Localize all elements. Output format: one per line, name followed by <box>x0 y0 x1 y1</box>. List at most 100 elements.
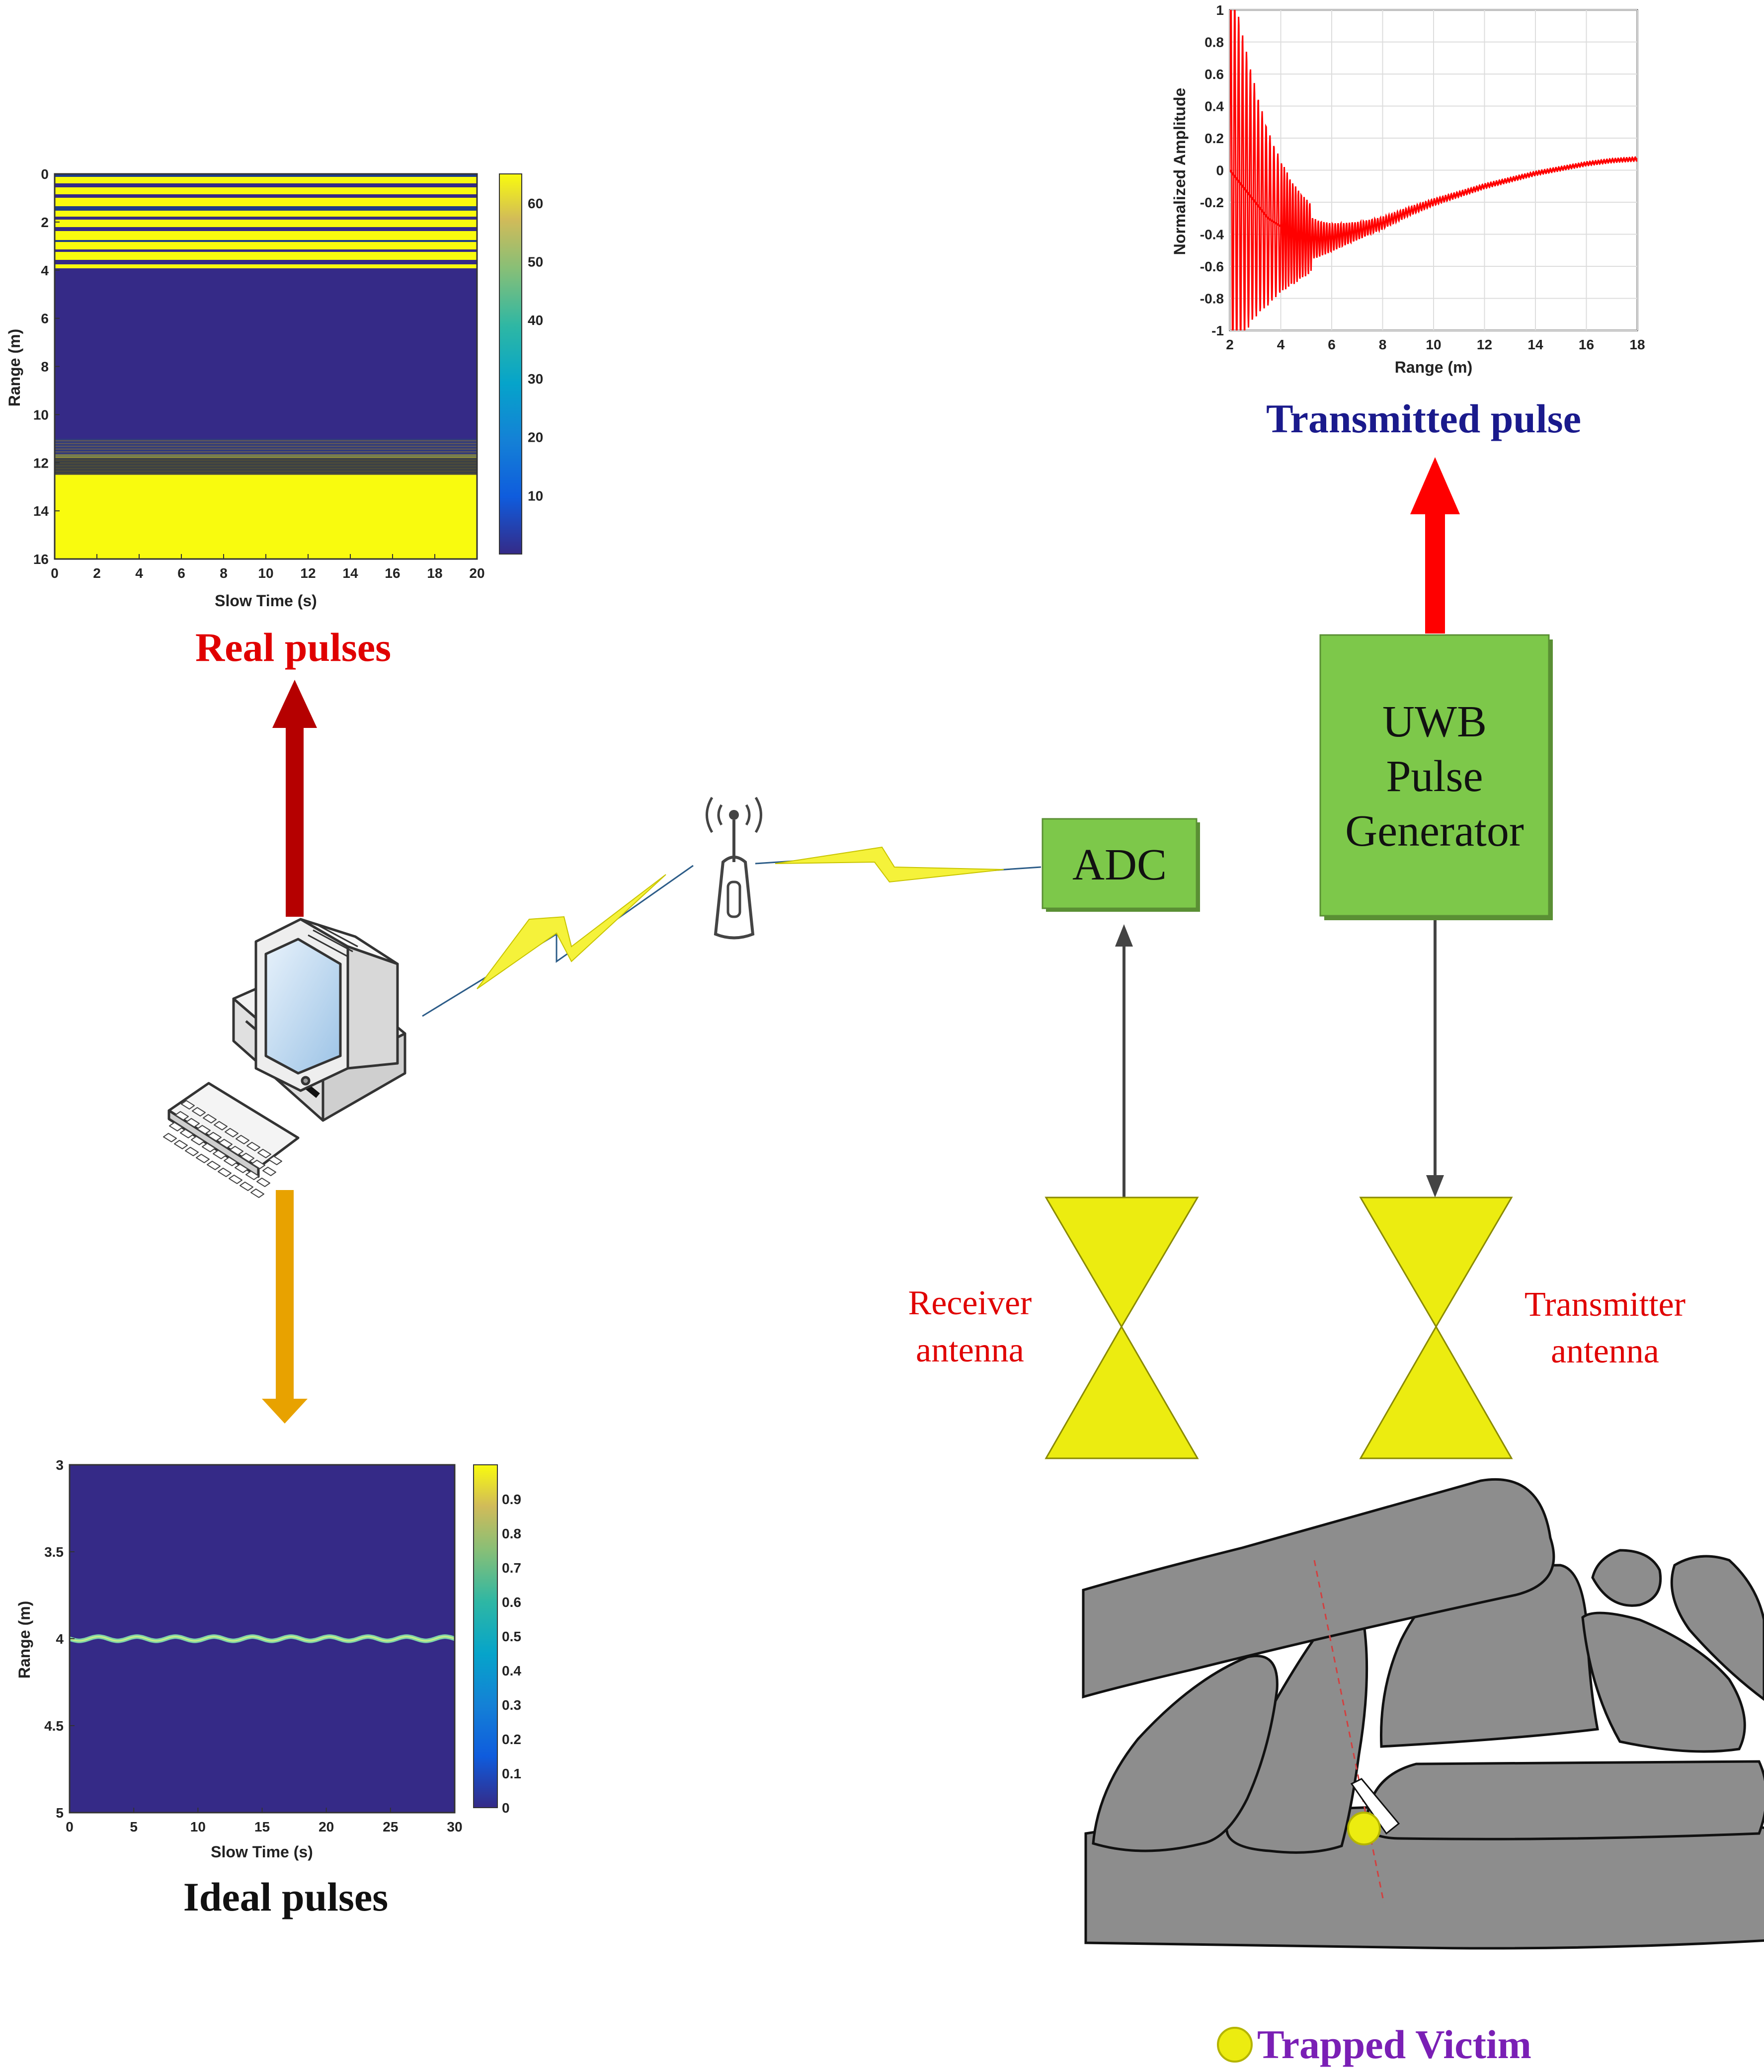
real-pulses-colorbar <box>499 173 522 555</box>
real-pulses-stripe <box>55 206 477 211</box>
keyboard-key <box>251 1160 265 1169</box>
real-pulses-ytick: 16 <box>33 552 49 567</box>
transmitted-pulse-ytick: 0.4 <box>1204 99 1224 114</box>
transmitted-pulse-caption: Transmitted pulse <box>1266 396 1581 441</box>
transmitter-antenna-label-line2: antenna <box>1551 1332 1659 1370</box>
real-pulses-stripe <box>55 194 477 198</box>
real-pulses-stripe <box>55 227 477 231</box>
keyboard-key <box>192 1107 206 1116</box>
ideal-pulses-colorbar-tick: 0.1 <box>502 1766 521 1781</box>
uwb-label-line3: Generator <box>1345 806 1524 856</box>
real-pulses-ytick: 6 <box>41 311 49 326</box>
keyboard-key <box>186 1118 200 1127</box>
real-pulses-xtick: 4 <box>135 565 143 581</box>
transmitted-pulse-ytick: 0.8 <box>1204 35 1224 50</box>
ideal-pulses-xtick: 5 <box>130 1819 138 1834</box>
keyboard-key <box>191 1136 205 1145</box>
keyboard-key <box>240 1182 253 1191</box>
transmitted-pulse-ytick: -0.4 <box>1200 227 1224 242</box>
real-pulses-xtick: 10 <box>258 565 273 581</box>
transmitted-pulse-ytick: 1 <box>1216 2 1224 18</box>
keyboard-key <box>208 1132 222 1141</box>
ideal-pulses-colorbar-tick: 0.5 <box>502 1629 521 1644</box>
keyboard-key <box>180 1129 194 1138</box>
keyboard-key <box>256 1178 270 1187</box>
ideal-pulses-ytick: 4.5 <box>44 1718 64 1734</box>
real-pulses-ytick: 0 <box>41 166 49 182</box>
real-pulses-noise-line <box>55 438 477 440</box>
ideal-pulses-colorbar-tick: 0.4 <box>502 1663 521 1678</box>
ideal-pulses-xlabel: Slow Time (s) <box>211 1843 313 1861</box>
keyboard-key <box>219 1139 233 1148</box>
keyboard-key <box>236 1135 249 1144</box>
real-pulses-dark-band <box>55 268 477 455</box>
real-pulses-noise-line <box>55 450 477 452</box>
keyboard-key <box>169 1122 183 1131</box>
transmitted-pulse-xtick: 4 <box>1277 337 1285 352</box>
transmitted-pulse-ylabel: Normalized Amplitude <box>1171 88 1189 255</box>
real-pulses-noise-line <box>55 457 477 459</box>
real-pulses-colorbar-tick: 60 <box>528 196 543 211</box>
keyboard-key <box>235 1164 248 1173</box>
ideal-pulses-xtick: 25 <box>383 1819 398 1834</box>
real-pulses-stripes <box>55 174 477 264</box>
uwb-pulse-generator-box: UWB Pulse Generator <box>1319 634 1553 920</box>
trapped-victim-legend: Trapped Victim <box>1217 2022 1531 2067</box>
transmitter-antenna-label-line1: Transmitter <box>1524 1285 1685 1324</box>
real-pulses-noise-line <box>55 454 477 456</box>
ideal-pulses-colorbar-tick: 0.2 <box>502 1732 521 1747</box>
transmitted-pulse-ytick: 0.2 <box>1204 131 1224 146</box>
real-pulses-noise-line <box>55 441 477 443</box>
transmitted-pulse-xtick: 18 <box>1629 337 1645 352</box>
keyboard-key <box>230 1146 243 1155</box>
keyboard-key <box>202 1143 216 1152</box>
receiver-antenna-label-line2: antenna <box>916 1331 1024 1369</box>
trapped-victim-label: Trapped Victim <box>1257 2022 1531 2067</box>
keyboard-key <box>246 1142 260 1151</box>
transmitted-pulse-ytick: 0.6 <box>1204 67 1224 82</box>
real-pulses-noise-band <box>55 438 477 475</box>
keyboard-key <box>197 1125 211 1134</box>
real-pulses-colorbar-tick: 30 <box>528 371 543 387</box>
ideal-pulses-colorbar <box>473 1464 498 1808</box>
lightning-link-icon <box>422 846 1042 1017</box>
real-pulses-colorbar-tick: 40 <box>528 313 543 328</box>
keyboard-key <box>257 1149 271 1158</box>
transmitted-pulse-xtick: 16 <box>1579 337 1594 352</box>
keyboard-key <box>213 1150 227 1159</box>
keyboard-key <box>250 1189 264 1198</box>
real-pulses-noise-line <box>55 452 477 454</box>
wireless-router-icon <box>706 797 762 940</box>
keyboard-key <box>196 1154 210 1163</box>
real-pulses-xtick: 8 <box>220 565 228 581</box>
real-pulses-stripe <box>55 183 477 187</box>
transmitted-pulse-xlabel: Range (m) <box>1395 358 1472 376</box>
real-pulses-ytick: 8 <box>41 359 49 375</box>
real-pulses-xtick: 2 <box>93 565 101 581</box>
ideal-pulses-colorbar-tick: 0.3 <box>502 1697 521 1713</box>
transmitted-pulse-ytick: -0.6 <box>1200 259 1224 274</box>
real-pulses-colorbar-tick: 10 <box>528 488 543 503</box>
keyboard-key <box>225 1128 239 1137</box>
real-pulses-xtick: 12 <box>300 565 316 581</box>
arrow-generator-to-transmitter <box>1426 919 1444 1197</box>
real-pulses-xtick: 0 <box>51 565 59 581</box>
real-pulses-noise-line <box>55 445 477 447</box>
real-pulses-stripe <box>55 240 477 242</box>
real-pulses-ytick: 4 <box>41 263 49 278</box>
real-pulses-stripe <box>55 260 477 264</box>
trapped-victim-marker-icon <box>1347 1812 1381 1845</box>
ideal-pulses-xtick: 20 <box>319 1819 334 1834</box>
ideal-pulses-caption: Ideal pulses <box>183 1874 388 1919</box>
ideal-pulses-xtick: 0 <box>66 1819 74 1834</box>
ideal-pulses-ytick: 4 <box>56 1631 64 1647</box>
ideal-pulses-colorbar-tick: 0.7 <box>502 1560 521 1576</box>
real-pulses-xtick: 16 <box>385 565 400 581</box>
desktop-computer-icon <box>163 918 406 1198</box>
transmitted-pulse-xtick: 12 <box>1477 337 1492 352</box>
ideal-pulses-colorbar-tick: 0.6 <box>502 1594 521 1610</box>
real-pulses-noise-line <box>55 444 477 446</box>
transmitter-antenna <box>1359 1196 1513 1459</box>
